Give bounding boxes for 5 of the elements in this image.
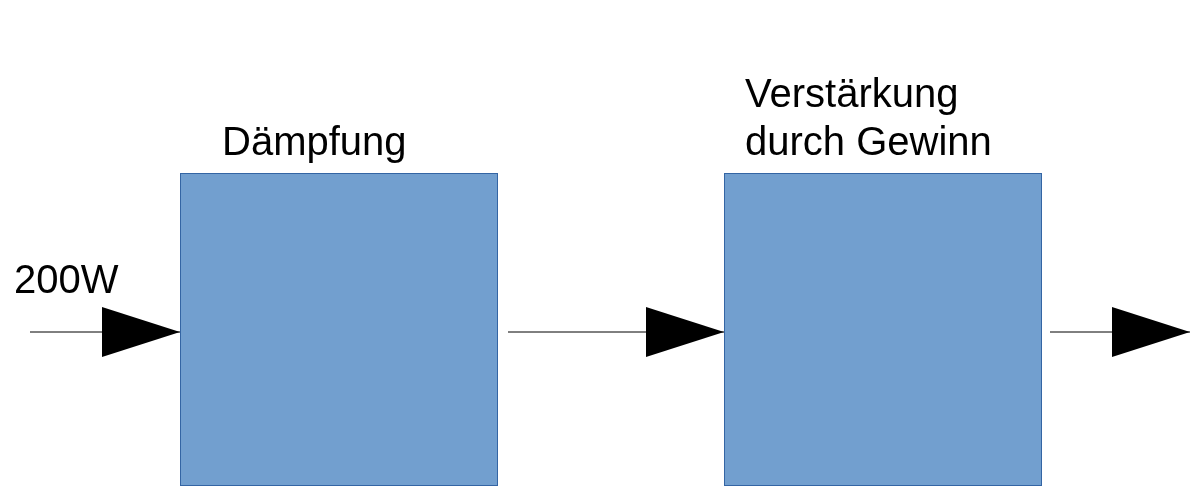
box-heading: Dämpfung <box>222 118 408 165</box>
arrow <box>29 307 181 357</box>
arrow <box>1049 307 1191 357</box>
arrow <box>507 307 725 357</box>
box-heading: Verstärkung durch Gewinn <box>745 70 993 165</box>
